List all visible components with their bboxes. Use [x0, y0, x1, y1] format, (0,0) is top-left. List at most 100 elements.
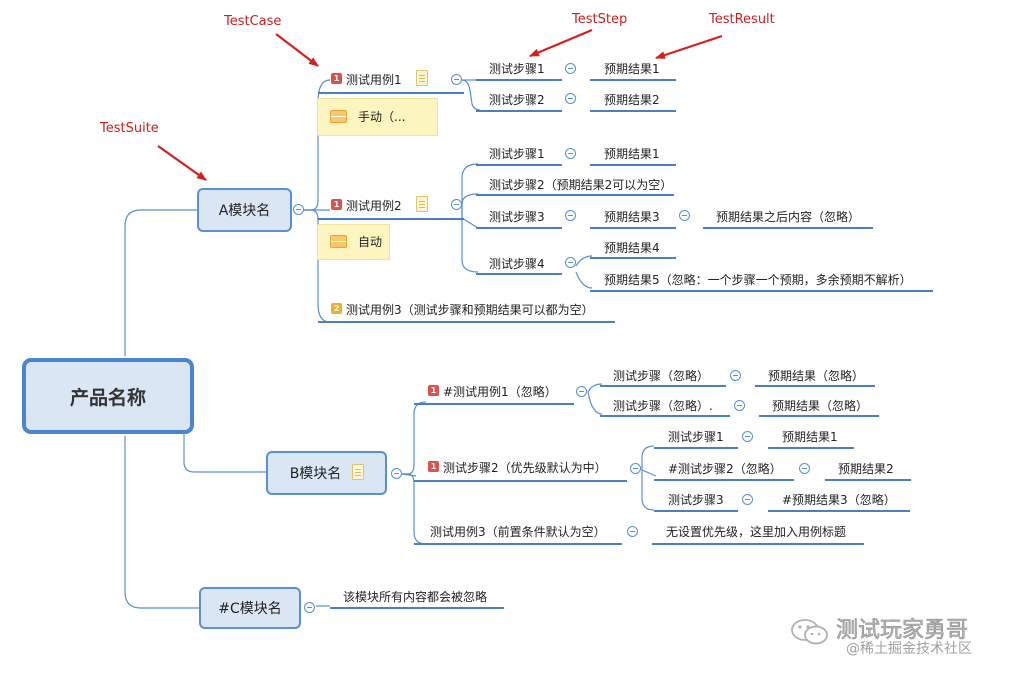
note-icon[interactable] [416, 70, 428, 86]
collapse-icon[interactable] [565, 63, 576, 74]
connector-b1-step1 [587, 383, 603, 393]
collapse-icon[interactable] [742, 494, 753, 505]
b-case1-result1-underline [755, 385, 875, 387]
a-case1-result1[interactable]: 预期结果1 [604, 62, 660, 76]
collapse-icon[interactable] [565, 148, 576, 159]
a-case1-result2[interactable]: 预期结果2 [604, 93, 660, 107]
a-case2-step3-underline [476, 227, 562, 229]
b-case2-result1-underline [768, 447, 854, 449]
a-case2-memo[interactable]: 自动 [317, 224, 390, 260]
collapse-icon[interactable] [630, 463, 641, 474]
collapse-icon[interactable] [451, 199, 462, 210]
a-case2-step1[interactable]: 测试步骤1 [489, 147, 545, 161]
a-case2-step4[interactable]: 测试步骤4 [489, 257, 545, 271]
collapse-icon[interactable] [565, 210, 576, 221]
a-case1-underline [318, 92, 464, 94]
connector-a2-step3 [461, 217, 479, 229]
b-case2-step3[interactable]: 测试步骤3 [668, 493, 724, 507]
b-case2-result3-underline [768, 510, 910, 512]
b-case1-result2[interactable]: 预期结果（忽略） [772, 399, 869, 413]
module-c-child[interactable]: 该模块所有内容都会被忽略 [343, 590, 488, 604]
watermark-title: 测试玩家勇哥 [836, 618, 969, 644]
b-case2-step2[interactable]: #测试步骤2（忽略） [668, 462, 782, 476]
a-case2-title[interactable]: 测试用例2 [346, 199, 402, 213]
note-icon[interactable] [352, 464, 364, 480]
b-case3-result[interactable]: 无设置优先级，这里加入用例标题 [666, 525, 847, 539]
a-case2-step2-underline [476, 194, 674, 196]
b-case2-step1[interactable]: 测试步骤1 [668, 430, 724, 444]
b-case2-result2[interactable]: 预期结果2 [838, 462, 894, 476]
memo-icon [330, 235, 347, 248]
b-case1-title[interactable]: #测试用例1（忽略） [443, 385, 557, 399]
a-case2-result5[interactable]: 预期结果5（忽略：一个步骤一个预期，多余预期不解析） [604, 273, 912, 287]
connector-root-c [124, 436, 199, 609]
connector-a2-step4-r5 [575, 271, 593, 289]
module-b-title: B模块名 [289, 466, 342, 482]
watermark-subtitle: @稀土掘金技术社区 [846, 641, 972, 657]
collapse-icon[interactable] [799, 463, 810, 474]
collapse-icon[interactable] [451, 74, 462, 85]
wechat-icon [791, 619, 828, 645]
b-case2-title[interactable]: 测试步骤2（优先级默认为中） [443, 461, 607, 475]
connector-b-case1 [402, 401, 427, 475]
root-topic[interactable]: 产品名称 [22, 358, 194, 434]
b-case2-result1[interactable]: 预期结果1 [782, 430, 838, 444]
a-case1-step1-underline [476, 79, 562, 81]
a-case1-step2[interactable]: 测试步骤2 [489, 93, 545, 107]
b-case3-underline [414, 543, 622, 545]
b-case1-step2[interactable]: 测试步骤（忽略）. [613, 399, 713, 413]
a-case2-result4-underline [590, 257, 676, 259]
a-case2-result5-underline [590, 290, 933, 292]
b-case2-step3-underline [654, 510, 738, 512]
a-case2-result3[interactable]: 预期结果3 [604, 210, 660, 224]
module-c-topic[interactable]: #C模块名 [199, 587, 301, 629]
a-case1-step2-underline [476, 110, 562, 112]
collapse-icon[interactable] [679, 210, 690, 221]
a-case3-underline [318, 321, 615, 323]
connector-a2-step1 [461, 163, 479, 218]
b-case1-result2-underline [759, 415, 879, 417]
collapse-icon[interactable] [576, 386, 587, 397]
a-case2-result3-after[interactable]: 预期结果之后内容（忽略） [716, 210, 861, 224]
priority-1-icon: 1 [428, 461, 439, 472]
a-case1-memo[interactable]: 手动（... [317, 98, 438, 136]
a-case2-result1[interactable]: 预期结果1 [604, 147, 660, 161]
a-case2-step4-underline [476, 273, 562, 275]
b-case1-result1[interactable]: 预期结果（忽略） [768, 369, 865, 383]
b-case3-title[interactable]: 测试用例3（前置条件默认为空） [430, 525, 606, 539]
a-case2-step3[interactable]: 测试步骤3 [489, 210, 545, 224]
collapse-icon[interactable] [730, 370, 741, 381]
watermark: 测试玩家勇哥 @稀土掘金技术社区 [790, 612, 1012, 662]
testcase-arrow [275, 33, 319, 67]
a-case2-memo-text: 自动 [358, 235, 383, 249]
b-case2-result3[interactable]: #预期结果3（忽略） [782, 493, 896, 507]
testsuite-arrow [157, 145, 207, 181]
a-case2-step2[interactable]: 测试步骤2（预期结果2可以为空） [489, 178, 673, 192]
connector-a2-step4 [461, 218, 479, 273]
memo-icon [330, 110, 347, 123]
a-case1-title[interactable]: 测试用例1 [346, 73, 402, 87]
collapse-icon[interactable] [304, 602, 315, 613]
a-case3-title[interactable]: 测试用例3（测试步骤和预期结果可以都为空） [346, 303, 594, 317]
note-icon[interactable] [416, 196, 428, 212]
priority-1-icon: 1 [331, 199, 342, 210]
collapse-icon[interactable] [391, 468, 402, 479]
connector-b1-step2 [587, 391, 603, 415]
a-case1-step1[interactable]: 测试步骤1 [489, 62, 545, 76]
collapse-icon[interactable] [627, 526, 638, 537]
a-case2-step1-underline [476, 164, 562, 166]
a-case2-result4[interactable]: 预期结果4 [604, 241, 660, 255]
module-a-topic[interactable]: A模块名 [197, 188, 292, 232]
collapse-icon[interactable] [565, 257, 576, 268]
module-b-topic[interactable]: B模块名 [266, 451, 387, 495]
a-case1-result2-underline [590, 110, 676, 112]
a-case2-result3-after-underline [703, 227, 873, 229]
b-case2-result2-underline [825, 479, 911, 481]
collapse-icon[interactable] [565, 93, 576, 104]
teststep-arrow [529, 28, 593, 58]
collapse-icon[interactable] [734, 400, 745, 411]
collapse-icon[interactable] [742, 431, 753, 442]
collapse-icon[interactable] [293, 204, 304, 215]
b-case1-step1[interactable]: 测试步骤（忽略） [613, 369, 710, 383]
connector-b2-step1 [641, 445, 655, 470]
